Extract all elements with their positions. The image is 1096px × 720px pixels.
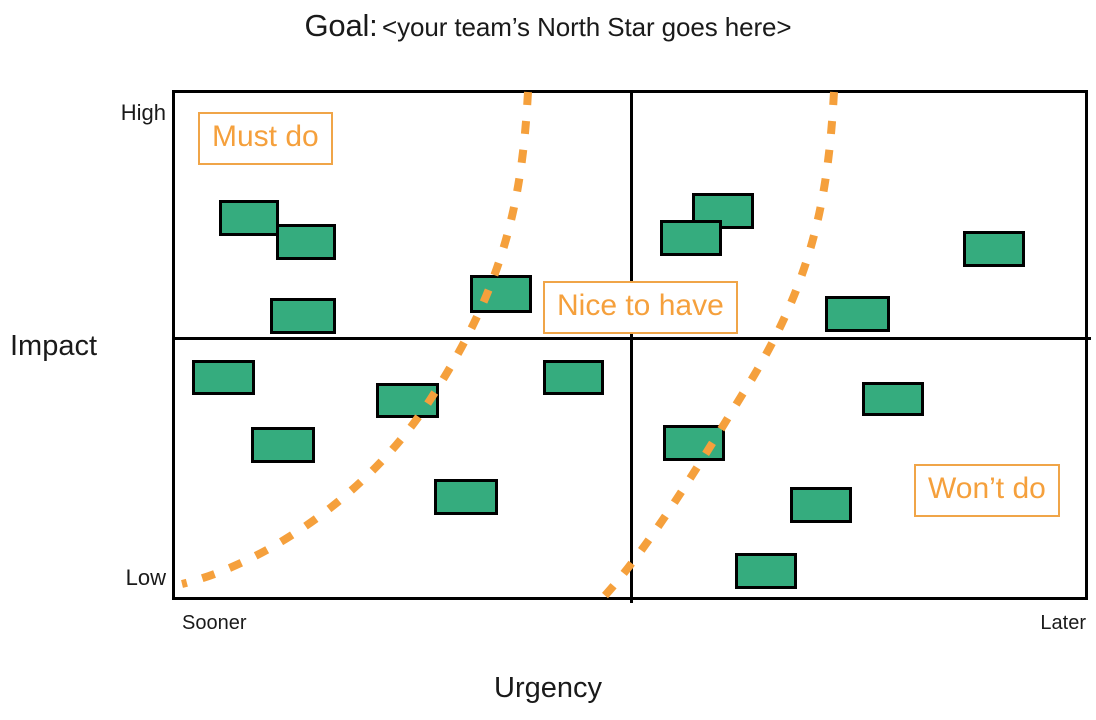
matrix-item[interactable]: [376, 383, 439, 418]
quadrant-divider-horizontal: [175, 337, 1091, 340]
matrix-item[interactable]: [434, 479, 498, 515]
matrix-item[interactable]: [270, 298, 336, 334]
matrix-item[interactable]: [963, 231, 1025, 267]
y-tick-low: Low: [125, 565, 166, 590]
quadrant-divider-vertical: [630, 93, 633, 603]
matrix-item[interactable]: [543, 360, 604, 395]
matrix-item[interactable]: [735, 553, 797, 589]
x-tick-later: Later: [1040, 612, 1086, 634]
matrix-item[interactable]: [825, 296, 890, 332]
quadrant-label-nice-to-have[interactable]: Nice to have: [543, 281, 738, 334]
matrix-item[interactable]: [660, 220, 722, 256]
title-placeholder: <your team’s North Star goes here>: [382, 12, 792, 42]
matrix-item[interactable]: [470, 275, 532, 313]
title-lead: Goal:: [304, 8, 378, 43]
y-tick-high: High: [120, 100, 166, 125]
quadrant-label-wont-do[interactable]: Won’t do: [914, 464, 1060, 517]
x-axis-title: Urgency: [494, 672, 602, 704]
matrix-item[interactable]: [790, 487, 852, 523]
matrix-item[interactable]: [663, 425, 725, 461]
x-tick-sooner: Sooner: [182, 612, 247, 634]
matrix-plot-area: [172, 90, 1091, 603]
matrix-item[interactable]: [862, 382, 924, 416]
matrix-item[interactable]: [219, 200, 279, 236]
matrix-item[interactable]: [276, 224, 336, 260]
page-title: Goal: <your team’s North Star goes here>: [0, 8, 1096, 44]
matrix-item[interactable]: [192, 360, 255, 395]
matrix-item[interactable]: [251, 427, 315, 463]
y-axis-title: Impact: [10, 330, 98, 362]
quadrant-label-must-do[interactable]: Must do: [198, 112, 333, 165]
